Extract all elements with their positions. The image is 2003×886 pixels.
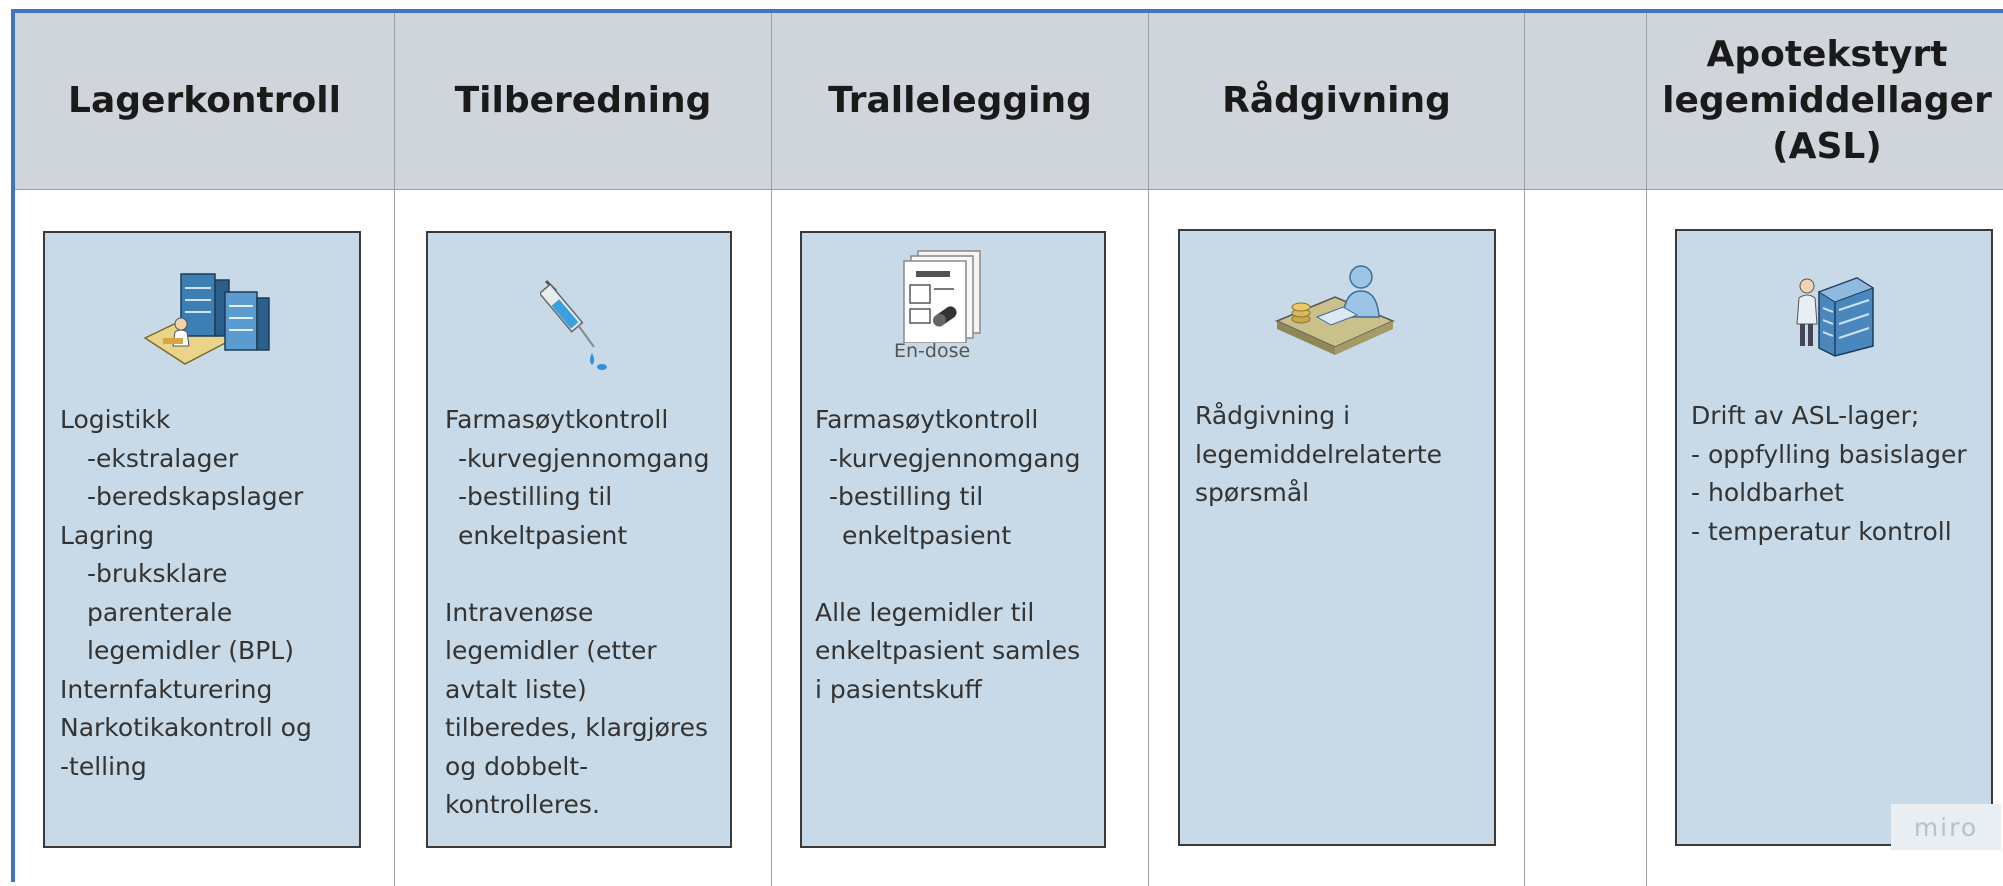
text-line: Logistikk bbox=[60, 405, 171, 434]
text-line: enkeltpasient samles bbox=[815, 636, 1081, 665]
diagram-board: Lagerkontroll Logistikk -ekstralager -be… bbox=[11, 9, 2003, 886]
card-text: Farmasøytkontroll -kurvegjennomgang -bes… bbox=[445, 401, 709, 825]
blank-line bbox=[815, 555, 1080, 594]
column-heading bbox=[1525, 13, 1646, 190]
text-line: Drift av ASL-lager; bbox=[1691, 401, 1920, 430]
text-line: Alle legemidler til bbox=[815, 597, 1035, 627]
icon-caption: En-dose bbox=[894, 340, 971, 362]
text-line: -beredskapslager bbox=[87, 482, 304, 511]
text-line: tilberedes, klargjøres bbox=[445, 713, 709, 742]
heading-line: Apotekstyrt bbox=[1706, 34, 1948, 75]
text-line: -bruksklare bbox=[87, 559, 228, 588]
text-line: legemiddelrelaterte bbox=[1195, 439, 1442, 469]
text-line: Lagring bbox=[60, 520, 155, 550]
card-text: Logistikk -ekstralager -beredskapslager … bbox=[60, 401, 312, 786]
card-text: Rådgivning i legemiddelrelaterte spørsmå… bbox=[1195, 397, 1442, 513]
column-asl: Apotekstyrt legemiddellager (ASL) Drift … bbox=[1647, 13, 2003, 886]
text-line: -telling bbox=[60, 751, 147, 781]
card-tilberedning[interactable] bbox=[426, 231, 732, 848]
advisor-desk-icon bbox=[1275, 265, 1395, 355]
person-at-cabinet-icon bbox=[1796, 277, 1875, 357]
text-line: Farmasøytkontroll bbox=[445, 405, 669, 434]
text-line: - holdbarhet bbox=[1691, 478, 1844, 507]
card-text: Drift av ASL-lager; - oppfylling basisla… bbox=[1691, 397, 1967, 551]
column-heading: Lagerkontroll bbox=[15, 13, 394, 190]
text-line: -bestilling til bbox=[829, 482, 984, 511]
heading-line: legemiddellager bbox=[1662, 80, 1992, 121]
text-line: enkeltpasient bbox=[458, 520, 628, 550]
blank-line bbox=[445, 555, 709, 594]
text-line: spørsmål bbox=[1195, 478, 1310, 507]
column-radgivning: Rådgivning Rådgivning i legemiddelrelate… bbox=[1149, 13, 1525, 886]
text-line: parenterale bbox=[87, 597, 233, 627]
text-line: legemidler (BPL) bbox=[87, 636, 294, 665]
column-trallelegging: Trallelegging En-dose Farmasøytkontroll … bbox=[772, 13, 1149, 886]
text-line: Rådgivning i bbox=[1195, 401, 1351, 430]
column-tilberedning: Tilberedning Farmasøytkontroll -kurvegje… bbox=[395, 13, 772, 886]
text-line: enkeltpasient bbox=[842, 520, 1012, 550]
text-line: - temperatur kontroll bbox=[1691, 516, 1952, 546]
card-text: Farmasøytkontroll -kurvegjennomgang -bes… bbox=[815, 401, 1080, 709]
text-line: Intravenøse bbox=[445, 597, 594, 627]
text-line: - oppfylling basislager bbox=[1691, 439, 1967, 469]
text-line: Narkotikakontroll og bbox=[60, 713, 312, 742]
column-heading: Rådgivning bbox=[1149, 13, 1524, 190]
text-line: legemidler (etter bbox=[445, 636, 657, 665]
text-line: Internfakturering bbox=[60, 674, 273, 704]
text-line: -kurvegjennomgang bbox=[829, 443, 1081, 473]
text-line: og dobbelt- bbox=[445, 751, 589, 781]
column-heading: Trallelegging bbox=[772, 13, 1148, 190]
column-empty bbox=[1525, 13, 1647, 886]
text-line: Farmasøytkontroll bbox=[815, 405, 1039, 434]
text-line: -ekstralager bbox=[87, 443, 239, 473]
warehouse-logistics-icon bbox=[143, 273, 270, 365]
column-heading: Tilberedning bbox=[395, 13, 771, 190]
miro-watermark: miro bbox=[1891, 804, 2001, 850]
column-lagerkontroll: Lagerkontroll Logistikk -ekstralager -be… bbox=[15, 13, 395, 886]
dose-sheet-icon bbox=[903, 250, 981, 343]
text-line: -bestilling til bbox=[458, 482, 613, 511]
text-line: avtalt liste) bbox=[445, 674, 587, 704]
syringe-icon bbox=[540, 279, 607, 370]
heading-line: (ASL) bbox=[1772, 126, 1882, 167]
text-line: kontrolleres. bbox=[445, 790, 600, 819]
column-heading: Apotekstyrt legemiddellager (ASL) bbox=[1647, 13, 2003, 190]
text-line: -kurvegjennomgang bbox=[458, 443, 710, 473]
text-line: i pasientskuff bbox=[815, 674, 982, 704]
